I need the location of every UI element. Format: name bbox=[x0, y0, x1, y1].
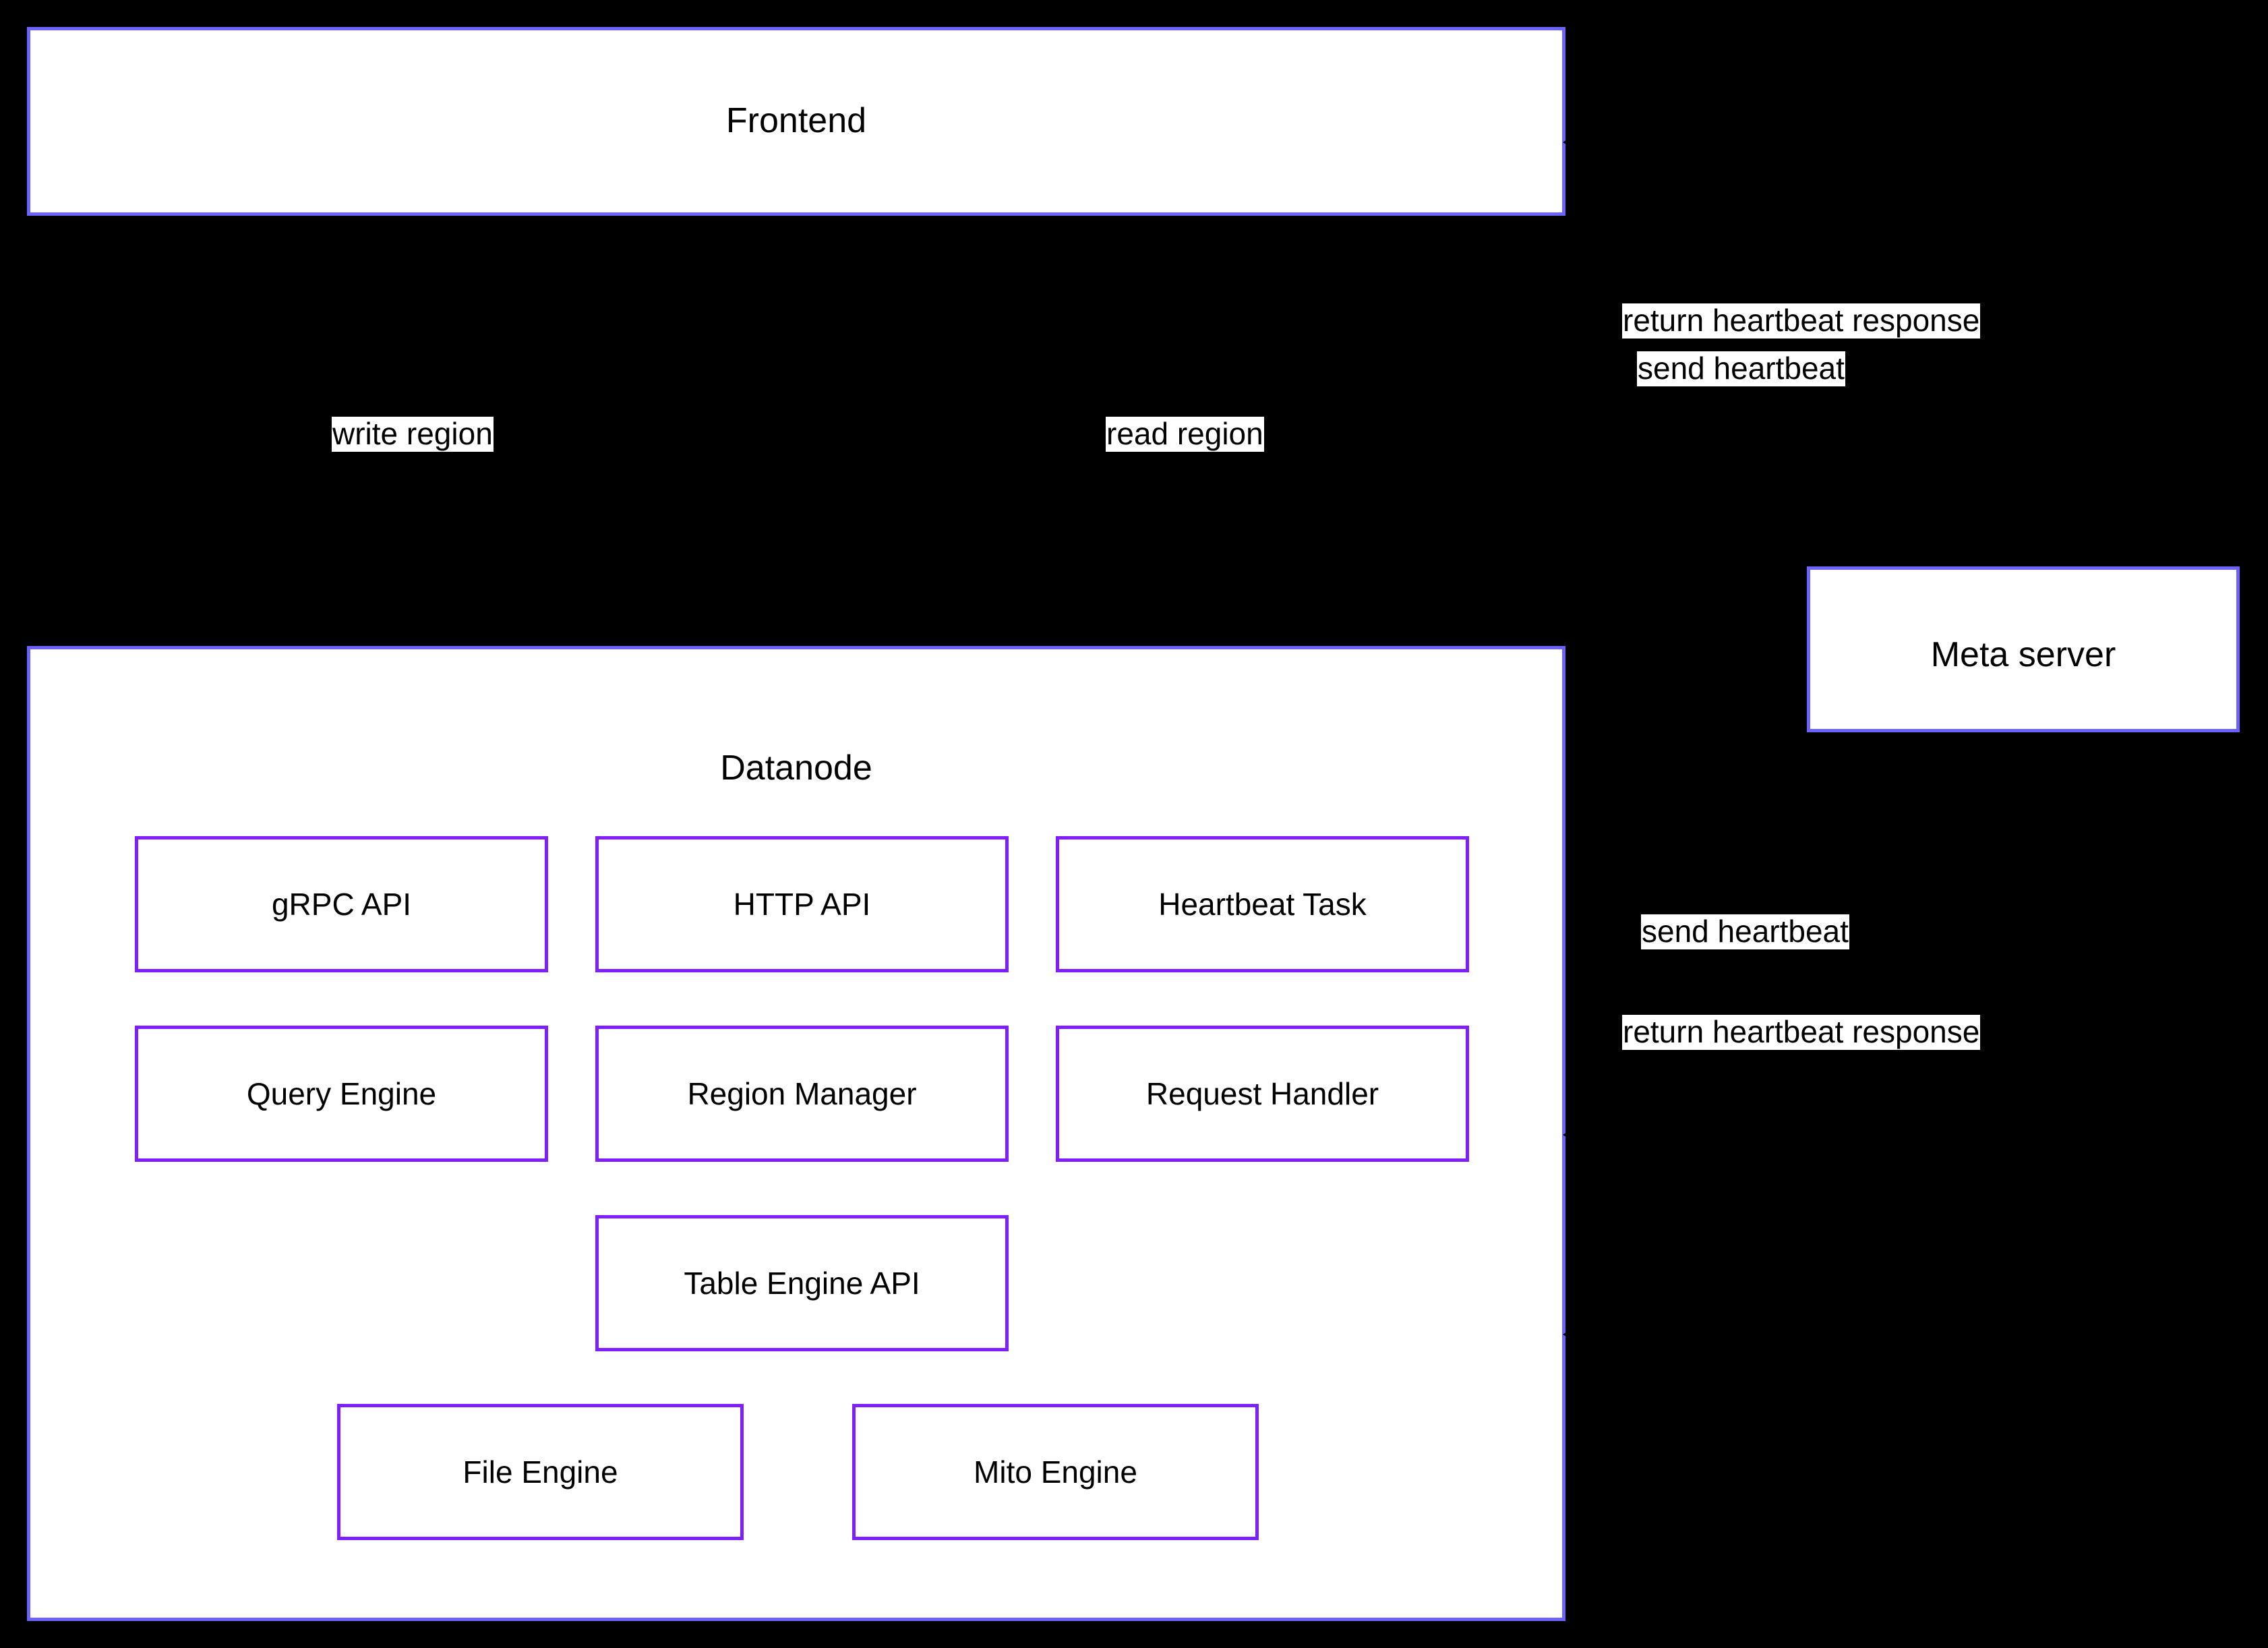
component-label: Region Manager bbox=[687, 1076, 917, 1111]
arrowhead-icon bbox=[1915, 554, 1930, 566]
edge-label-send-heartbeat-bottom: send heartbeat bbox=[1641, 914, 1849, 949]
component-request-handler[interactable]: Request Handler bbox=[1056, 1026, 1469, 1162]
arrowhead-icon bbox=[1563, 1127, 1575, 1142]
component-query-engine[interactable]: Query Engine bbox=[135, 1026, 548, 1162]
component-label: Heartbeat Task bbox=[1158, 887, 1367, 922]
edge-label-read-region: read region bbox=[1106, 416, 1264, 452]
frontend-label: Frontend bbox=[725, 101, 867, 140]
component-region-manager[interactable]: Region Manager bbox=[595, 1026, 1009, 1162]
edge-label-return-heartbeat-response-top: return heartbeat response bbox=[1622, 303, 1981, 339]
meta-server-label: Meta server bbox=[1930, 635, 2116, 674]
edge-label-write-region: write region bbox=[332, 416, 494, 452]
frontend-node[interactable]: Frontend bbox=[27, 27, 1565, 216]
component-mito-engine[interactable]: Mito Engine bbox=[852, 1404, 1259, 1540]
arrowhead-icon bbox=[1563, 1327, 1575, 1342]
component-label: gRPC API bbox=[271, 887, 412, 922]
arrowhead-icon bbox=[2023, 732, 2037, 744]
arrowhead-icon bbox=[2023, 554, 2037, 566]
edge-label-send-heartbeat-top: send heartbeat bbox=[1637, 351, 1845, 386]
arrowhead-icon bbox=[1563, 231, 1575, 245]
component-label: Request Handler bbox=[1145, 1076, 1379, 1111]
component-file-engine[interactable]: File Engine bbox=[337, 1404, 744, 1540]
component-label: HTTP API bbox=[733, 887, 871, 922]
edge-label-return-heartbeat-response-bottom: return heartbeat response bbox=[1622, 1014, 1981, 1050]
meta-server-node[interactable]: Meta server bbox=[1807, 566, 2240, 732]
datanode-label: Datanode bbox=[720, 748, 872, 788]
component-heartbeat-task[interactable]: Heartbeat Task bbox=[1056, 836, 1469, 972]
component-label: Table Engine API bbox=[684, 1266, 920, 1301]
heartbeat-connector-icon bbox=[1942, 338, 1967, 362]
component-label: File Engine bbox=[462, 1454, 618, 1490]
component-label: Query Engine bbox=[246, 1076, 437, 1111]
component-label: Mito Engine bbox=[974, 1454, 1137, 1490]
arrowhead-icon bbox=[1915, 732, 1930, 744]
arrowhead-icon bbox=[1563, 135, 1575, 150]
component-table-engine-api[interactable]: Table Engine API bbox=[595, 1215, 1009, 1351]
component-grpc-api[interactable]: gRPC API bbox=[135, 836, 548, 972]
component-http-api[interactable]: HTTP API bbox=[595, 836, 1009, 972]
